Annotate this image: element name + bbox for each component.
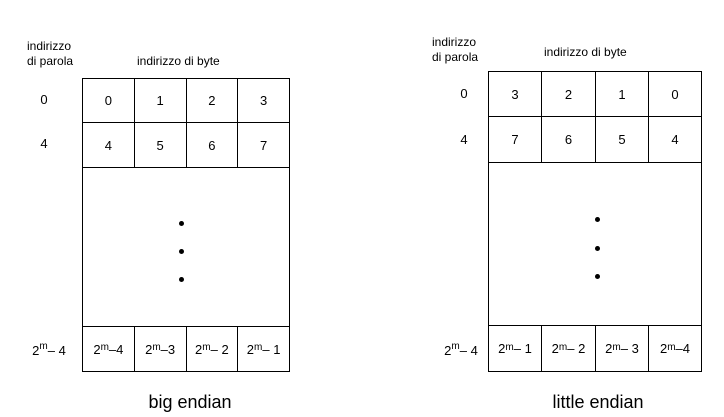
ellipsis-dot [595, 246, 600, 251]
byte-cell-base: 2 [246, 341, 255, 357]
big-endian-diagram: indirizzo di parola indirizzo di byte 0 … [26, 39, 290, 412]
byte-cell-rest: –4 [108, 341, 124, 357]
word-address-header: indirizzo di parola [27, 39, 73, 69]
ellipsis-dot [595, 274, 600, 279]
word-address-header-line1: indirizzo [432, 35, 477, 49]
byte-cell: 4 [82, 122, 135, 168]
byte-cell: 7 [237, 122, 290, 168]
byte-cell-base: 2 [605, 341, 613, 356]
word-address-last-exp: m [451, 340, 460, 352]
word-address-last-exp: m [39, 340, 48, 352]
word-address-last: 2m– 4 [438, 340, 484, 358]
byte-cell: 5 [133, 122, 187, 168]
memory-row-4: 4 5 6 7 [82, 122, 290, 168]
byte-cell: 3 [237, 78, 290, 123]
word-address-last-base: 2 [444, 343, 452, 358]
memory-row-4: 7 6 5 4 [488, 116, 702, 163]
byte-cell-base: 2 [551, 341, 559, 356]
byte-cell: 1 [133, 78, 187, 123]
word-address-header: indirizzo di parola [432, 35, 478, 65]
word-address-last-rest: – 4 [459, 343, 478, 358]
caption-little-endian: little endian [552, 392, 644, 412]
byte-cell: 6 [541, 116, 596, 163]
word-address-last-base: 2 [32, 343, 40, 358]
memory-row-0: 0 1 2 3 [82, 78, 290, 123]
byte-address-header: indirizzo di byte [544, 45, 627, 59]
byte-cell-rest: –3 [160, 341, 176, 357]
caption-big-endian: big endian [148, 392, 232, 412]
byte-cell: 5 [595, 116, 649, 163]
byte-cell-base: 2 [93, 341, 101, 357]
word-address-0: 0 [460, 86, 468, 101]
ellipsis-dot [179, 249, 184, 254]
word-address-header-line2: di parola [27, 54, 74, 68]
word-address-0: 0 [40, 92, 48, 107]
byte-cell: 1 [595, 71, 649, 117]
memory-gap [488, 162, 702, 326]
byte-cell-base: 2 [195, 341, 203, 357]
word-address-header-line2: di parola [432, 50, 479, 64]
byte-cell-base: 2 [145, 341, 153, 357]
byte-cell: 2 [185, 78, 239, 123]
byte-cell: 4 [648, 116, 702, 163]
byte-cell-rest: – 3 [620, 341, 639, 356]
byte-cell: 0 [648, 71, 702, 117]
memory-gap [82, 167, 290, 327]
byte-cell: 3 [488, 71, 542, 117]
word-address-last: 2m– 4 [26, 340, 72, 358]
byte-cell-rest: – 1 [513, 341, 532, 356]
memory-row-0: 3 2 1 0 [488, 71, 702, 117]
byte-address-header: indirizzo di byte [137, 54, 220, 68]
byte-cell: 6 [185, 122, 239, 168]
byte-cell: 0 [82, 78, 135, 123]
word-address-4: 4 [40, 136, 48, 151]
ellipsis-dot [179, 277, 184, 282]
little-endian-diagram: indirizzo di parola indirizzo di byte 0 … [362, 0, 724, 417]
byte-cell: 2 [541, 71, 596, 117]
byte-cell-base: 2 [498, 341, 506, 356]
byte-cell-rest: – 1 [262, 341, 281, 357]
word-address-header-line1: indirizzo [27, 39, 72, 53]
ellipsis-dot [595, 217, 600, 222]
word-address-4: 4 [460, 132, 468, 147]
byte-cell: 7 [488, 116, 542, 163]
byte-cell-rest: – 2 [210, 341, 229, 357]
byte-cell-rest: –4 [675, 341, 691, 356]
ellipsis-dot [179, 221, 184, 226]
byte-cell-base: 2 [659, 341, 668, 356]
word-address-last-rest: – 4 [47, 343, 66, 358]
byte-cell-rest: – 2 [567, 341, 586, 356]
